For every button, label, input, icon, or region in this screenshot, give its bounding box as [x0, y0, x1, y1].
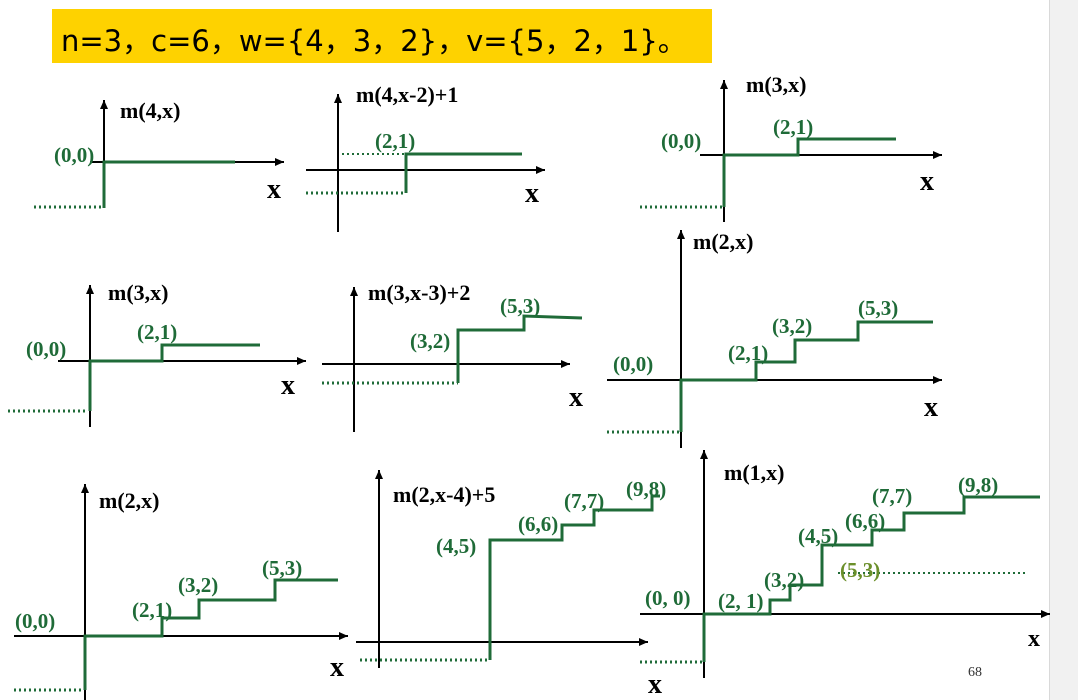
panel-m2x-bot: m(2,x) (0,0) (2,1) (3,2) (5,3) x — [14, 484, 348, 700]
point-label: (2,1) — [132, 598, 172, 622]
point-label: (5,3) — [262, 556, 302, 580]
point-label: (5,3) — [500, 294, 540, 318]
x-axis-label: x — [330, 652, 344, 683]
point-label: (4,5) — [798, 524, 838, 548]
step-line — [83, 578, 338, 690]
panel-m2x4: m(2,x-4)+5 (4,5) (6,6) (7,7) (9,8) x — [356, 470, 666, 700]
step-line — [102, 160, 235, 208]
point-label: (6,6) — [518, 512, 558, 536]
step-line — [679, 320, 933, 432]
panel-m3x3: m(3,x-3)+2 (3,2) (5,3) x — [322, 280, 583, 432]
panel-m4x2: m(4,x-2)+1 (2,1) x — [306, 82, 545, 232]
step-line — [456, 314, 583, 383]
point-label: (2,1) — [728, 341, 768, 365]
x-axis-label: x — [525, 178, 539, 209]
header-text: n=3，c=6，w={4，3，2}，v={5，2，1}。 — [61, 24, 687, 58]
panel-m4x: m(4,x) (0,0) x — [34, 98, 284, 209]
slide-edge — [1049, 0, 1078, 700]
point-label: (3,2) — [410, 329, 450, 353]
panel-title: m(3,x) — [746, 72, 806, 97]
header-box: n=3，c=6，w={4，3，2}，v={5，2，1}。 — [52, 9, 712, 63]
x-axis-label: x — [648, 669, 662, 700]
point-label: (2,1) — [773, 115, 813, 139]
point-label: (0,0) — [54, 143, 94, 167]
panel-m3x-mid: m(3,x) (0,0) (2,1) x — [8, 280, 306, 427]
x-axis-label: x — [569, 382, 583, 413]
point-label: (0,0) — [26, 337, 66, 361]
x-axis-label: x — [924, 392, 938, 423]
panel-title: m(4,x) — [120, 98, 180, 123]
point-label: (6,6) — [845, 509, 885, 533]
point-label: (9,8) — [626, 477, 666, 501]
panel-title: m(1,x) — [724, 460, 784, 485]
point-label: (7,7) — [564, 489, 604, 513]
point-label: (7,7) — [872, 484, 912, 508]
step-line — [702, 495, 1040, 662]
point-label: (2,1) — [137, 320, 177, 344]
point-label: (0,0) — [15, 609, 55, 633]
point-label: (4,5) — [436, 534, 476, 558]
panel-m1x: m(1,x) (0, 0) (2, 1) (3,2) (4,5) (5,3) (… — [640, 450, 1050, 678]
point-label: (3,2) — [764, 568, 804, 592]
point-label: (0,0) — [613, 352, 653, 376]
x-axis-label: x — [920, 166, 934, 197]
x-axis-label: x — [1028, 626, 1040, 652]
panel-title: m(2,x-4)+5 — [393, 482, 495, 507]
point-label: (5,3) — [840, 558, 880, 582]
panel-title: m(4,x-2)+1 — [356, 82, 458, 107]
point-label: (2, 1) — [718, 589, 764, 613]
panel-title: m(2,x) — [99, 488, 159, 513]
x-axis-label: x — [281, 370, 295, 401]
step-line — [488, 494, 660, 660]
point-label: (0, 0) — [645, 586, 691, 610]
point-label: (9,8) — [958, 473, 998, 497]
page-number: 68 — [968, 665, 982, 680]
step-line — [404, 152, 522, 193]
step-line — [88, 343, 260, 411]
x-axis-label: x — [267, 174, 281, 205]
panel-title: m(2,x) — [693, 229, 753, 254]
point-label: (3,2) — [772, 314, 812, 338]
point-label: (5,3) — [858, 296, 898, 320]
panel-m2x-mid: m(2,x) (0,0) (2,1) (3,2) (5,3) x — [607, 229, 942, 448]
panel-title: m(3,x-3)+2 — [368, 280, 470, 305]
point-label: (3,2) — [178, 573, 218, 597]
panel-m3x-top: m(3,x) (0,0) (2,1) x — [640, 72, 942, 222]
step-line — [722, 137, 896, 207]
panel-title: m(3,x) — [108, 280, 168, 305]
point-label: (2,1) — [375, 129, 415, 153]
point-label: (0,0) — [661, 129, 701, 153]
